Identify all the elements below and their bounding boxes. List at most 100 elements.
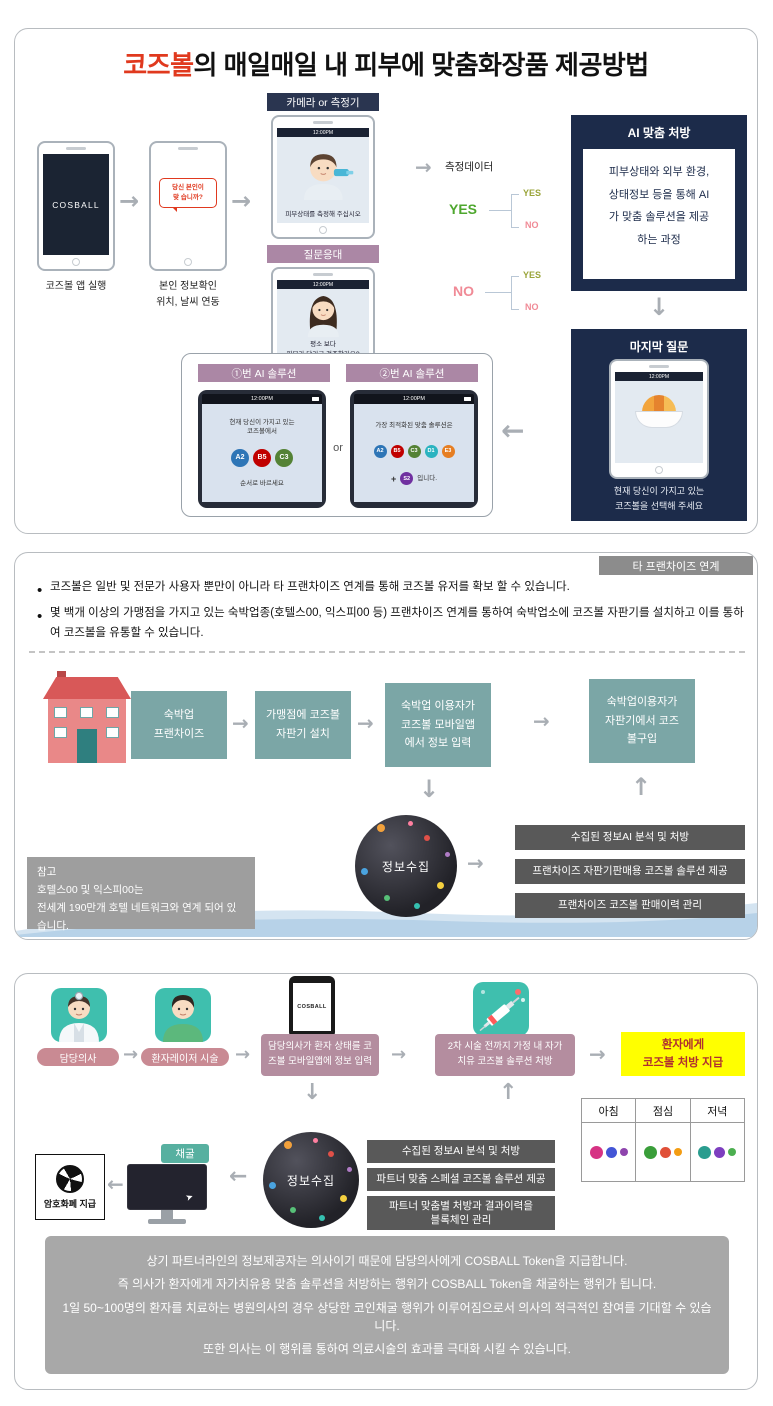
page-title: 코즈볼의 매일매일 내 피부에 맞춤화장품 제공방법	[15, 45, 757, 82]
branch-no-label: NO	[525, 220, 539, 230]
bullet-list: 코즈볼은 일반 및 전문가 사용자 뿐만이 아니라 타 프랜차이즈 연계를 통해…	[37, 577, 745, 649]
crypto-payment-box: 암호화폐 지급	[35, 1154, 105, 1220]
phone-screen: COSBALL	[43, 154, 109, 255]
arrow-right-icon: →	[357, 711, 374, 735]
status-bar: 12:00PM	[202, 394, 322, 404]
info-circle-label: 정보수집	[381, 859, 431, 874]
solution1-phone: 12:00PM 현재 당신이 가지고 있는 코즈볼에서 A2 B5 C3 순서로…	[198, 390, 326, 508]
coin-icon	[56, 1164, 84, 1193]
phone-screen: 12:00PM	[615, 372, 703, 463]
caption-app-launch: 코즈볼 앱 실행	[45, 281, 107, 292]
info-circle-label: 정보수집	[286, 1173, 336, 1188]
connector-line	[511, 227, 519, 228]
connector-line	[511, 276, 512, 309]
last-question-box: 마지막 질문 12:00PM 현재 당신이 가지고 있는 코즈볼을 선택해 주세…	[571, 329, 747, 521]
doctor-avatar	[51, 988, 107, 1042]
phone-speaker	[649, 365, 669, 368]
cosball-dot	[673, 1148, 682, 1156]
token-explanation-box: 상기 파트너라인의 정보제공자는 의사이기 때문에 담당의사에게 COSBALL…	[45, 1236, 729, 1374]
cosball-phone: COSBALL	[289, 976, 335, 1038]
schedule-table: 아침 점심 저녁	[581, 1098, 745, 1182]
cosball-d1: D1	[424, 444, 438, 458]
cosball-b5: B5	[390, 444, 404, 458]
cosball-c3: C3	[275, 448, 293, 467]
solution1-top-text: 현재 당신이 가지고 있는 코즈볼에서	[229, 418, 295, 436]
phone-app-launch: COSBALL	[37, 141, 115, 271]
panel-ai-process: 코즈볼의 매일매일 내 피부에 맞춤화장품 제공방법 COSBALL 코즈볼 앱…	[14, 28, 758, 534]
solution2-phone: 12:00PM 가장 최적화된 맞춤 솔루션은 A2 B5 C3 D1 E3 +…	[350, 390, 478, 508]
last-question-title: 마지막 질문	[629, 340, 689, 354]
step-home-prescription: 2차 시술 전까지 가정 내 자가 치유 코즈볼 솔루션 처방	[435, 1034, 575, 1076]
last-question-caption: 현재 당신이 가지고 있는 코즈볼을 선택해 주세요	[613, 486, 705, 511]
connector-line	[485, 292, 511, 293]
page-title-rest: 의 매일매일 내 피부에 맞춤화장품 제공방법	[193, 50, 650, 80]
arrow-right-icon: →	[119, 187, 140, 215]
cosball-dot	[728, 1148, 737, 1156]
battery-icon	[464, 397, 471, 401]
dashed-divider	[29, 651, 745, 653]
cosball-row: A2 B5 C3 D1 E3	[373, 444, 455, 458]
solution1-header: ①번 AI 솔루션	[198, 364, 330, 382]
arrow-left-icon: ←	[501, 414, 525, 447]
decision-no-label: NO	[453, 283, 474, 299]
cosball-bowl-illustration	[615, 381, 703, 463]
phone-last-question: 12:00PM	[609, 359, 709, 479]
solution2-header: ②번 AI 솔루션	[346, 364, 478, 382]
status-bar: 12:00PM	[277, 128, 369, 137]
cosball-dot	[698, 1145, 712, 1159]
camera-section-header: 카메라 or 측정기	[267, 93, 379, 111]
home-button-icon	[319, 226, 327, 234]
arrow-right-icon: →	[533, 709, 550, 733]
cosball-dot	[619, 1148, 628, 1156]
schedule-column-lunch: 점심	[635, 1099, 690, 1181]
token-line: 즉 의사가 환자에게 자가치유용 맞춤 솔루션을 처방하는 행위가 COSBAL…	[117, 1277, 657, 1292]
phone-screen: 가장 최적화된 맞춤 솔루션은 A2 B5 C3 D1 E3 + S2 입니다.	[354, 404, 474, 502]
arrow-right-icon: →	[232, 711, 249, 735]
phone-identity-verify: 당신 본인이 맞 습니까?	[149, 141, 227, 271]
cosball-dot	[605, 1146, 617, 1158]
cosball-extra-row: + S2 입니다.	[390, 472, 437, 486]
arrow-right-icon: →	[391, 1044, 407, 1065]
status-bar: 12:00PM	[615, 372, 703, 381]
monitor-screen: ➤	[127, 1164, 207, 1210]
plus-sign: +	[390, 473, 397, 484]
cosball-dot	[659, 1146, 671, 1158]
solution2-bottom-text: 입니다.	[417, 475, 437, 483]
arrow-right-icon: →	[467, 851, 484, 875]
flow-lodging-franchise: 숙박업 프랜차이즈	[131, 691, 227, 759]
connector-line	[511, 194, 519, 195]
bullet-item: 코즈볼은 일반 및 전문가 사용자 뿐만이 아니라 타 프랜차이즈 연계를 통해…	[37, 577, 745, 604]
arrow-right-icon: →	[235, 1044, 251, 1065]
phone-screen: 12:00PM 평소 보다 피부가 당기고 건조한가요?	[277, 280, 369, 363]
arrow-up-icon: ↑	[499, 1080, 518, 1105]
phone-screen: 당신 본인이 맞 습니까?	[155, 154, 221, 255]
crypto-label: 암호화폐 지급	[43, 1198, 97, 1209]
cosball-row: A2 B5 C3	[231, 448, 293, 467]
schedule-column-evening: 저녁	[689, 1099, 744, 1181]
phone-screen: COSBALL	[293, 983, 331, 1031]
phone-speaker	[313, 121, 333, 124]
cosball-dot	[643, 1145, 657, 1159]
measure-data-label: 측정데이터	[445, 161, 494, 173]
phone-screen: 12:00PM 피부상태를 측정해 주십시오	[277, 128, 369, 223]
panel-franchise: 타 프랜차이즈 연계 코즈볼은 일반 및 전문가 사용자 뿐만이 아니라 타 프…	[14, 552, 758, 940]
branch-yes-label: YES	[523, 188, 542, 198]
status-time: 12:00PM	[402, 396, 425, 402]
or-label: or	[333, 442, 343, 454]
arrow-right-icon: →	[415, 155, 432, 179]
ai-box-body: 피부상태와 외부 환경, 상태정보 등을 통해 AI 가 맞춤 솔루션을 제공 …	[583, 149, 735, 279]
camera-caption: 피부상태를 측정해 주십시오	[285, 210, 361, 218]
cosball-e3: E3	[441, 444, 455, 458]
arrow-down-icon: ↓	[649, 293, 670, 321]
mining-tag: 채굴	[161, 1144, 209, 1163]
patient-avatar	[155, 988, 211, 1042]
schedule-cell	[582, 1123, 635, 1181]
output-solution-supply: 프랜차이즈 자판기판매용 코즈볼 솔루션 제공	[515, 859, 745, 884]
output-special-solution: 파트너 맞춤 스페셜 코즈볼 솔루션 제공	[367, 1168, 555, 1191]
output-sales-history: 프랜차이즈 코즈볼 판매이력 관리	[515, 893, 745, 918]
arrow-down-icon: ↓	[303, 1080, 322, 1105]
token-line: 1일 50~100명의 환자를 치료하는 병원의사의 경우 상당한 코인채굴 행…	[62, 1300, 712, 1333]
info-collection-circle: 정보수집	[263, 1132, 359, 1228]
cosball-logo: COSBALL	[297, 1004, 327, 1010]
cosball-dot	[589, 1145, 603, 1159]
